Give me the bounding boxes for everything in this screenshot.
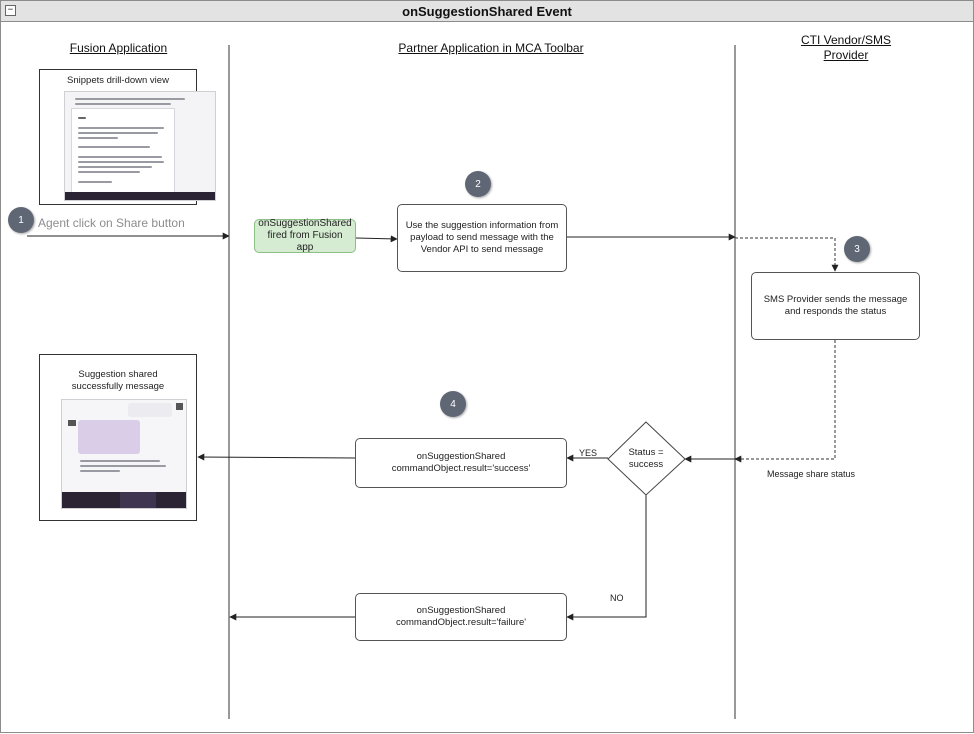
success-result-box: onSuggestionShared commandObject.result=… xyxy=(355,438,567,488)
step-3-badge: 3 xyxy=(844,236,870,262)
suggestion-shared-panel: Suggestion shared successfully message xyxy=(39,354,197,521)
failure-result-box: onSuggestionShared commandObject.result=… xyxy=(355,593,567,641)
step-1-badge: 1 xyxy=(8,207,34,233)
arrow-sms-status-back xyxy=(734,340,836,463)
arrow-success-to-fusion xyxy=(197,453,357,461)
lane-title-partner: Partner Application in MCA Toolbar xyxy=(398,41,584,55)
title-bar: − onSuggestionShared Event xyxy=(1,1,973,22)
yes-label: YES xyxy=(579,448,598,458)
lane-title-fusion: Fusion Application xyxy=(69,41,168,55)
no-label: NO xyxy=(610,593,624,603)
shared-caption: Suggestion shared successfully message xyxy=(71,369,165,392)
message-share-status-label: Message share status xyxy=(767,469,856,479)
arrow-event-to-use xyxy=(355,235,398,243)
event-fired-box: onSuggestionShared fired from Fusion app xyxy=(254,218,356,253)
shared-screenshot xyxy=(61,399,187,509)
drilldown-caption: Snippets drill-down view xyxy=(67,75,169,86)
diagram-title: onSuggestionShared Event xyxy=(402,4,572,19)
drilldown-card xyxy=(71,108,175,194)
lane-title-vendor: CTI Vendor/SMS Provider xyxy=(800,33,892,62)
use-suggestion-box: Use the suggestion information from payl… xyxy=(397,204,567,272)
status-decision-diamond xyxy=(607,421,686,496)
step-2-badge: 2 xyxy=(465,171,491,197)
sms-provider-box: SMS Provider sends the message and respo… xyxy=(751,272,920,340)
step-4-badge: 4 xyxy=(440,391,466,417)
minus-box-icon[interactable]: − xyxy=(5,5,16,16)
agent-click-label: Agent click on Share button xyxy=(38,216,185,230)
drilldown-screenshot xyxy=(64,91,216,201)
arrow-no xyxy=(566,495,647,621)
snippets-drilldown-panel: Snippets drill-down view xyxy=(39,69,216,205)
arrow-vendor-to-sms xyxy=(735,237,839,272)
status-decision-label: Status = success xyxy=(628,447,664,470)
